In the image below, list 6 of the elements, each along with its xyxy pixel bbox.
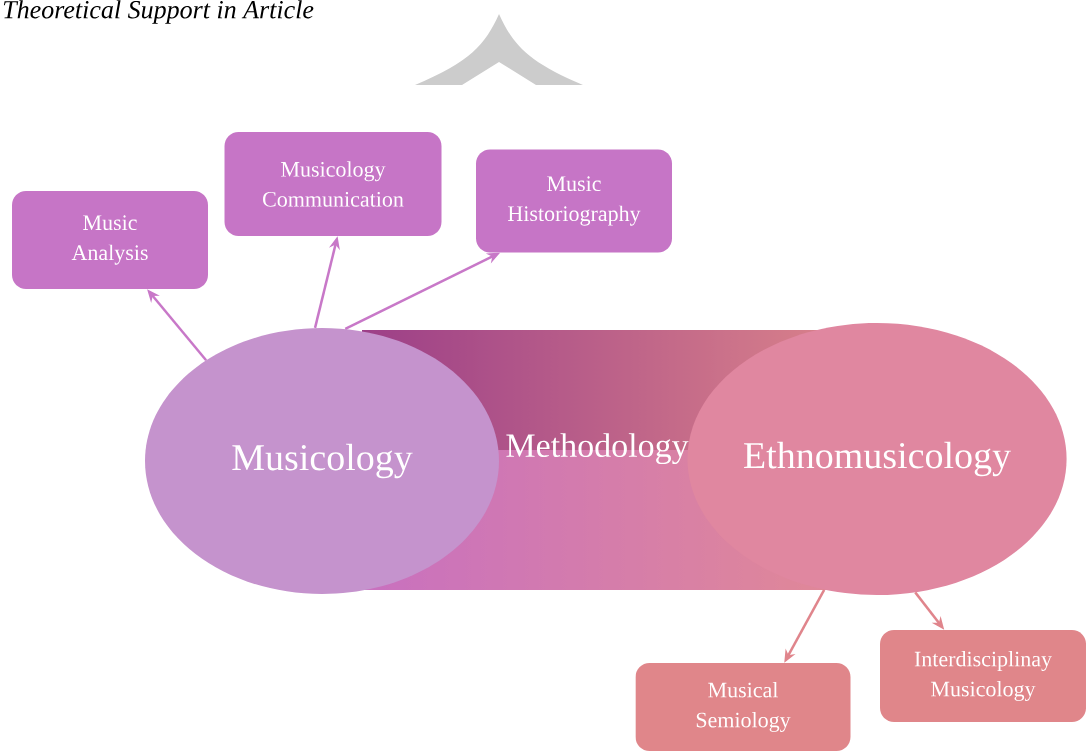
topic-box: Music Analysis	[12, 191, 208, 289]
topic-box: Interdisciplinay Musicology	[880, 630, 1086, 722]
topic-box: Music Historiography	[476, 149, 672, 253]
topic-box: Musicology Communication	[224, 132, 442, 236]
topic-box: Musical Semiology	[635, 663, 851, 751]
title: Theoretical Support in Article	[3, 0, 314, 24]
